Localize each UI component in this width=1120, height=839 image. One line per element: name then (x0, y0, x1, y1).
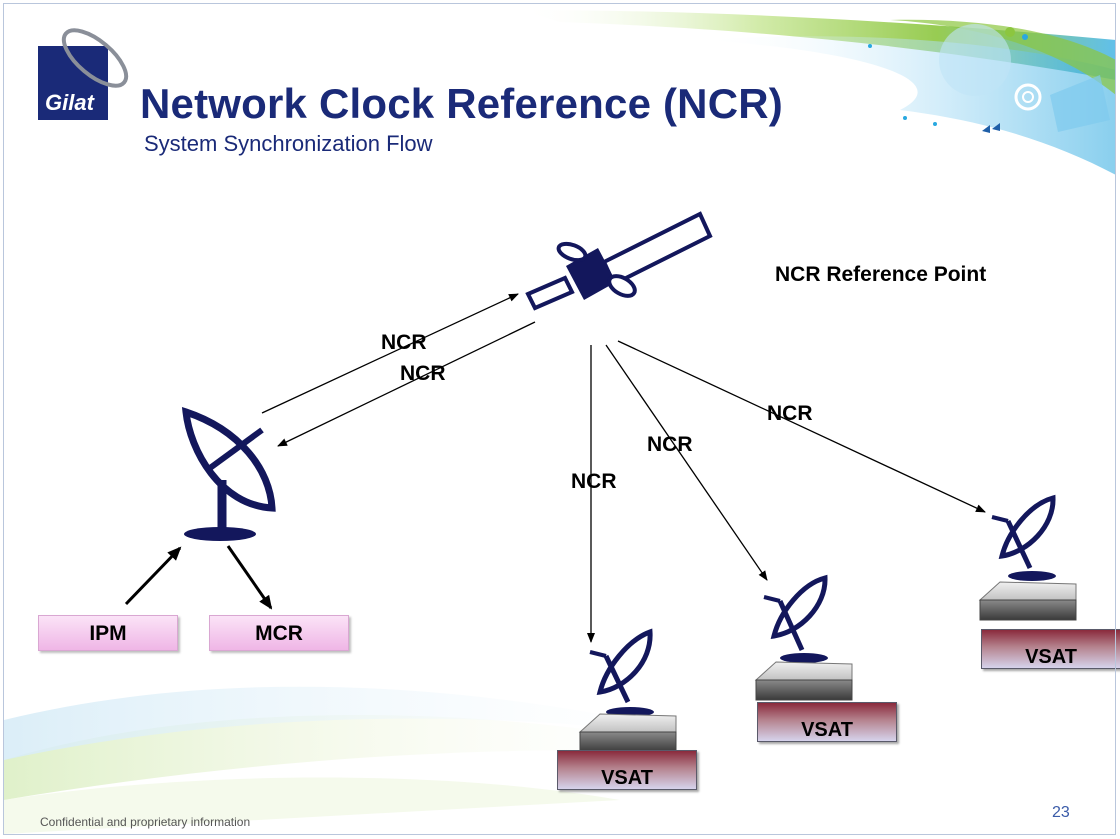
uplink-ncr-label: NCR (381, 331, 427, 354)
hub-dish-icon (181, 406, 276, 541)
downlink-vsat3-arrow (617, 340, 986, 513)
ncr-reference-point-label: NCR Reference Point (775, 263, 987, 286)
page-subtitle: System Synchronization Flow (144, 131, 433, 156)
satellite-icon (525, 211, 713, 311)
downlink-vsat1-ncr-label: NCR (571, 470, 617, 493)
page-title: Network Clock Reference (NCR) (140, 80, 783, 127)
vsat3-box: VSAT (981, 629, 1120, 669)
hub-to-mcr-arrow (226, 545, 273, 610)
ipm-box: IPM (38, 615, 178, 651)
logo-text: Gilat (45, 90, 94, 115)
vsat3-modem-icon (978, 581, 1077, 621)
downlink-hub-arrow (277, 321, 536, 447)
uplink-arrow (261, 293, 519, 414)
vsat2-dish-icon (763, 574, 828, 663)
ipm-to-hub-arrow (124, 546, 182, 606)
confidential-notice: Confidential and proprietary information (40, 815, 251, 829)
vsat3-dish-icon (991, 494, 1056, 581)
vsat1-dish-icon (589, 628, 654, 717)
vsat1-box: VSAT (557, 750, 697, 790)
downlink-vsat3-ncr-label: NCR (767, 402, 813, 425)
downlink-vsat2-arrow (605, 344, 768, 581)
mcr-box: MCR (209, 615, 349, 651)
downlink-hub-ncr-label: NCR (400, 362, 446, 385)
downlink-vsat2-ncr-label: NCR (647, 433, 693, 456)
vsat2-modem-icon (754, 661, 853, 701)
vsat1-modem-icon (578, 713, 677, 753)
vsat2-box: VSAT (757, 702, 897, 742)
page-number: 23 (1052, 804, 1070, 821)
